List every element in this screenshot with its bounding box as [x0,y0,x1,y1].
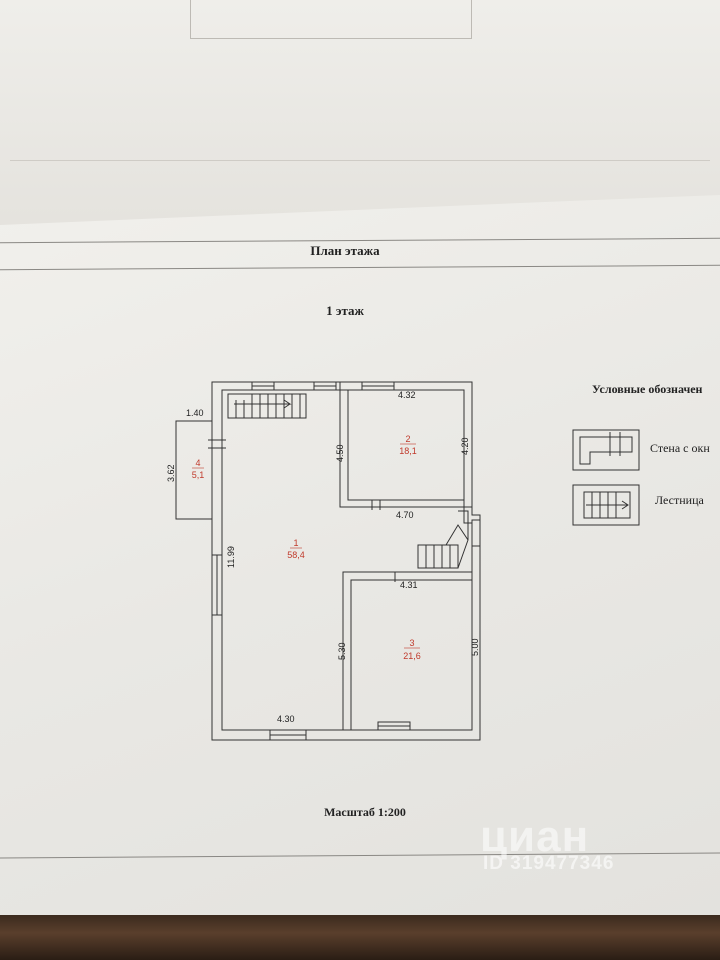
room2-wall-inner [347,390,464,501]
watermark-id: ID 319477346 [483,853,615,874]
dim-room1-width: 4.30 [277,714,295,724]
dim-porch-width: 1.40 [186,408,204,418]
dim-room2-depth-left: 4.50 [335,444,345,462]
scale-label: Масштаб 1:200 [324,805,406,819]
table-surface [0,915,720,960]
legend-label-wall-window: Стена с окн [650,441,710,455]
windows [211,381,481,741]
room-1-label: 1 58,4 [287,538,305,560]
window [471,519,481,547]
room-4-label: 4 5,1 [192,458,205,480]
legend-title: Условные обозначен [592,382,703,396]
sheet-title: План этажа [310,243,380,258]
porch-outline [175,420,213,520]
room-3-label: 3 21,6 [403,638,421,661]
room3-wall-outer [342,571,472,730]
room3-wall-inner [350,579,472,730]
floor-plan-sheet [0,195,720,920]
room-area: 21,6 [403,651,421,661]
dim-room3-depth-left: 5.30 [337,642,347,660]
dim-room2-width: 4.32 [398,390,416,400]
room2-wall-outer [339,382,472,508]
floor-label: 1 этаж [326,303,364,318]
stairs-top [227,393,307,419]
dim-room2-depth-right: 4.20 [460,437,470,455]
stairs-right [417,510,469,569]
room-area: 5,1 [192,470,205,480]
room-area: 58,4 [287,550,305,560]
watermark-logo: циан [480,812,590,861]
dim-room3-depth-right: 5.00 [470,638,480,656]
room-number: 4 [195,458,200,468]
dim-porch-depth: 3.62 [166,464,176,482]
room-number: 3 [409,638,414,648]
room-number: 2 [405,434,410,444]
dim-room3-width: 4.31 [400,580,418,590]
dim-room1-height: 11.99 [226,546,236,568]
stairs-icon [572,484,640,526]
room-2-label: 2 18,1 [399,434,417,456]
dim-room2-bottom: 4.70 [396,510,414,520]
background-frame [190,0,472,39]
legend-label-stairs: Лестница [655,493,704,507]
room-number: 1 [293,538,298,548]
outer-wall [211,381,481,741]
wall-with-window-icon [572,429,640,471]
room-area: 18,1 [399,446,417,456]
background-line [10,160,710,161]
